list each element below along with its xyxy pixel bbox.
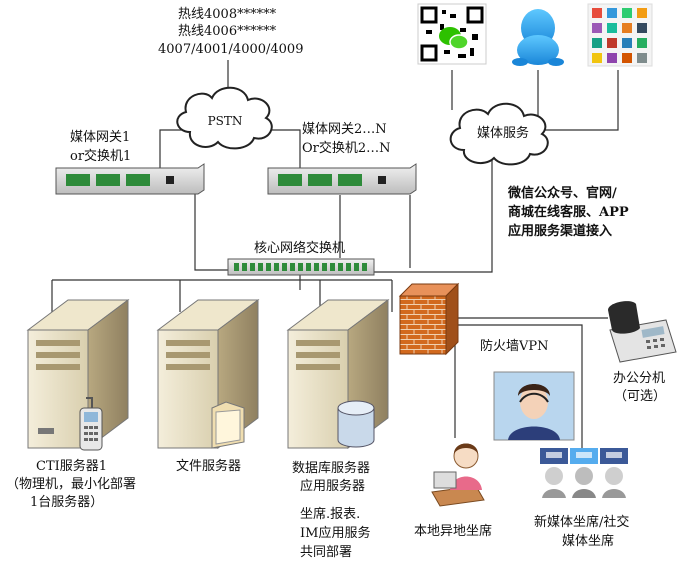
folder-icon: [211, 401, 245, 449]
app-services-label: 坐席.报表. IM应用服务 共同部署: [300, 506, 370, 560]
cti-server-label: CTI服务器1 （物理机，最小化部署 1台服务器）: [6, 458, 136, 510]
file-server-label: 文件服务器: [176, 458, 241, 474]
svg-text:（物理机，最小化部署: （物理机，最小化部署: [6, 477, 136, 492]
media-cloud: 媒体服务: [449, 102, 549, 166]
svg-text:媒体坐席: 媒体坐席: [562, 533, 614, 549]
pstn-cloud: PSTN: [176, 86, 273, 150]
db-server-label: 数据库服务器 应用服务器: [292, 460, 370, 494]
line-pstn-gateway2: [265, 129, 301, 168]
social-media-agents-icon: [540, 448, 628, 498]
hotline-list: 热线4008****** 热线4006****** 4007/4001/4000…: [158, 7, 303, 57]
office-phone-icon: [608, 301, 677, 363]
qq-penguin-icon: [512, 9, 564, 66]
hotline-2: 热线4006******: [178, 24, 277, 39]
database-cylinder-icon: [337, 400, 375, 448]
agent-photo-icon: [493, 371, 575, 441]
channels-label: 微信公众号、官网/ 商城在线客服、APP 应用服务渠道接入: [507, 185, 629, 239]
hotline-3: 4007/4001/4000/4009: [158, 42, 303, 57]
media-cloud-label: 媒体服务: [477, 125, 529, 141]
svg-text:共同部署: 共同部署: [300, 545, 352, 560]
firewall-icon: [398, 282, 460, 356]
firewall-label: 防火墙VPN: [480, 338, 549, 354]
svg-text:应用服务渠道接入: 应用服务渠道接入: [508, 223, 612, 239]
svg-text:（可选）: （可选）: [614, 389, 666, 404]
line-firewall-social: [455, 324, 583, 448]
hotline-1: 热线4008******: [178, 7, 277, 22]
local-agent-icon: [431, 443, 485, 507]
gateway1-label: 媒体网关1 or交换机1: [70, 130, 131, 164]
apps-grid-icon: [587, 3, 653, 67]
svg-text:or交换机1: or交换机1: [70, 148, 131, 164]
line-gateway1-switch: [194, 180, 230, 271]
line-media-switch: [372, 160, 493, 273]
svg-text:坐席.报表.: 坐席.报表.: [300, 506, 360, 522]
svg-text:商城在线客服、APP: 商城在线客服、APP: [508, 204, 629, 220]
svg-text:1台服务器）: 1台服务器）: [30, 494, 103, 510]
svg-text:新媒体坐席/社交: 新媒体坐席/社交: [534, 514, 629, 530]
svg-text:媒体网关1: 媒体网关1: [70, 130, 130, 145]
svg-text:媒体网关2…N: 媒体网关2…N: [302, 122, 387, 137]
gateway2-label: 媒体网关2…N Or交换机2…N: [302, 122, 391, 156]
office-phone-label: 办公分机 （可选）: [613, 371, 666, 404]
local-agent-label: 本地异地坐席: [414, 523, 492, 539]
svg-text:数据库服务器: 数据库服务器: [292, 460, 370, 476]
line-pstn-gateway1: [159, 129, 190, 168]
social-agent-label: 新媒体坐席/社交 媒体坐席: [534, 514, 629, 549]
cti-phone-icon: [79, 397, 103, 451]
pstn-label: PSTN: [208, 114, 243, 128]
media-gateway-2: [267, 163, 417, 195]
connection-lines: [51, 60, 619, 448]
svg-text:Or交换机2…N: Or交换机2…N: [302, 140, 391, 156]
svg-text:IM应用服务: IM应用服务: [300, 525, 370, 541]
line-qq-media: [530, 70, 539, 121]
cti-server-icon: [26, 299, 130, 449]
media-gateway-1: [55, 163, 205, 195]
svg-text:CTI服务器1: CTI服务器1: [36, 458, 107, 474]
svg-text:应用服务器: 应用服务器: [300, 478, 365, 494]
core-switch: [227, 258, 375, 276]
svg-text:办公分机: 办公分机: [613, 371, 665, 386]
wechat-qr-icon: [417, 3, 487, 65]
core-switch-label: 核心网络交换机: [254, 240, 345, 256]
line-apps-media: [545, 70, 619, 131]
svg-text:微信公众号、官网/: 微信公众号、官网/: [507, 185, 617, 201]
